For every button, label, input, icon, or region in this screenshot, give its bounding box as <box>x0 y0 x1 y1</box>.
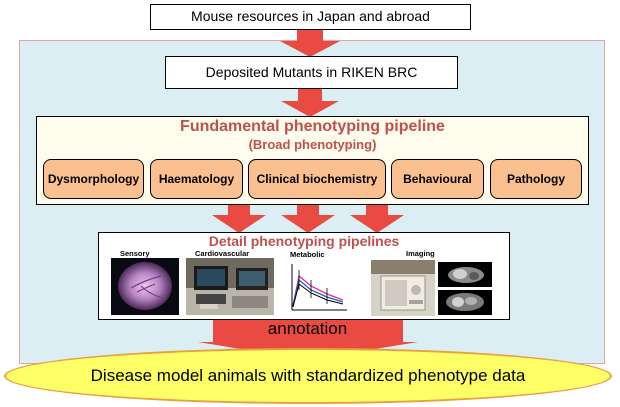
module-pathology: Pathology <box>490 159 582 199</box>
category-cardiovascular-label: Cardiovascular <box>195 249 250 258</box>
module-behavioural: Behavioural <box>391 159 484 199</box>
sensory-fundus-image <box>111 258 179 315</box>
arrow-fundamental-to-detail-3 <box>350 205 404 233</box>
source-box: Mouse resources in Japan and abroad <box>150 4 471 30</box>
fundamental-pipeline-subtitle: (Broad phenotyping) <box>248 137 377 152</box>
arrow-deposit-to-fundamental <box>281 89 339 117</box>
mri-scan-bottom-image <box>438 290 492 315</box>
annotation-label: annotation <box>267 319 348 338</box>
detail-pipeline-title: Detail phenotyping pipelines <box>208 233 400 249</box>
fundamental-pipeline-title: Fundamental phenotyping pipeline <box>180 118 445 135</box>
module-clinical-biochemistry: Clinical biochemistry <box>248 159 386 199</box>
mri-scan-top-image <box>438 262 492 287</box>
arrow-fundamental-to-detail-1 <box>212 205 266 233</box>
metabolic-curve-image <box>287 260 349 316</box>
outcome-text: Disease model animals with standardized … <box>90 366 526 385</box>
module-dysmorphology: Dysmorphology <box>43 159 144 199</box>
arrow-fundamental-to-detail-2 <box>281 205 335 233</box>
category-imaging-label: Imaging <box>406 249 435 258</box>
outcome-ellipse: Disease model animals with standardized … <box>4 348 612 404</box>
arrow-source-to-deposit <box>280 30 340 57</box>
cardiovascular-equipment-image <box>186 258 274 315</box>
category-metabolic-label: Metabolic <box>290 250 325 259</box>
module-haematology: Haematology <box>150 159 243 199</box>
category-sensory-label: Sensory <box>120 249 150 258</box>
deposited-mutants-box: Deposited Mutants in RIKEN BRC <box>165 56 458 89</box>
imaging-scanner-image <box>371 260 435 316</box>
